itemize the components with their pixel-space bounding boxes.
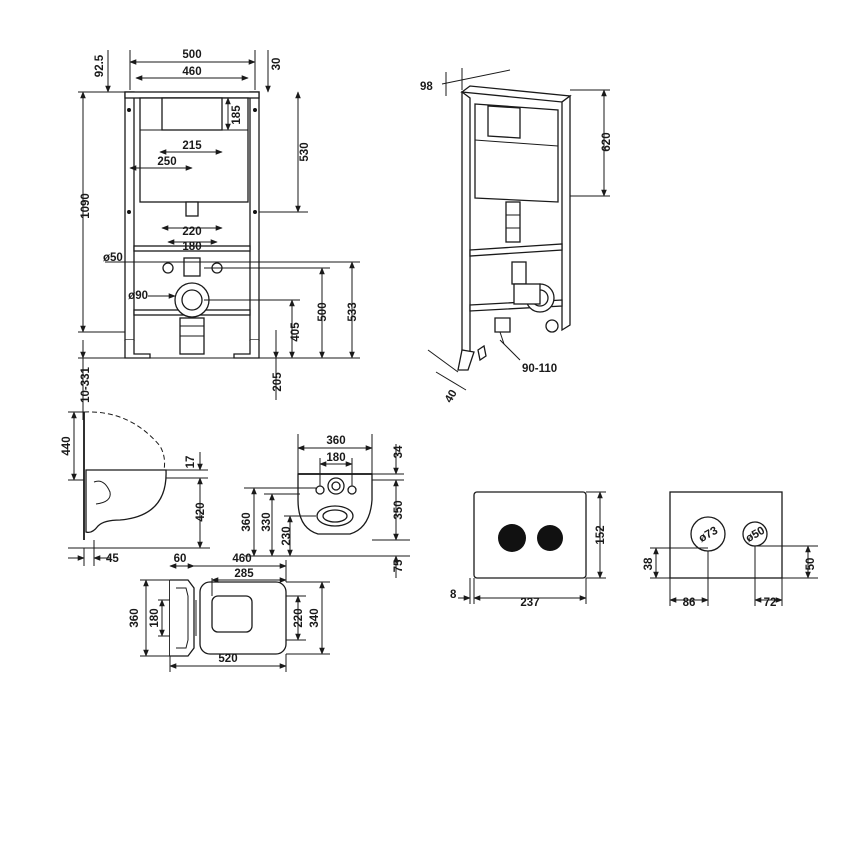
bowl-back-view: [297, 473, 373, 535]
dim-width-outer: 500: [182, 49, 201, 61]
dim-top-width-340: 340: [309, 608, 321, 627]
cistern-flush-opening: [161, 97, 223, 131]
frame-front-dimensions: 500 460 92.5 30 185 215 250 530 1090 220: [78, 49, 360, 420]
flush-button-small[interactable]: [537, 525, 563, 551]
dim-hole-height-38: 38: [643, 557, 655, 570]
dim-total-height: 1090: [80, 193, 92, 219]
bowl-side-dimensions: 440 17 420 45: [61, 411, 210, 566]
foot-left: [124, 340, 151, 359]
bowl-top-view: [169, 579, 287, 657]
foot-right: [233, 340, 260, 359]
dim-pipe-inner: 180: [182, 241, 201, 253]
iso-left-post: [461, 90, 471, 353]
dim-back-height-350: 350: [393, 500, 405, 519]
fixing-bolt-left: [162, 262, 174, 274]
dim-height-500: 500: [317, 302, 329, 321]
dim-height-533: 533: [347, 302, 359, 321]
supply-connection: [183, 257, 201, 277]
dim-total-520: 520: [218, 653, 237, 665]
flush-plate-cutout-dimensions: 38 50 86 72: [643, 545, 818, 609]
dim-large-diameter: ø90: [128, 290, 148, 302]
dim-top-width-180: 180: [149, 608, 161, 627]
dim-top-34: 34: [393, 445, 405, 458]
iso-foot-left: [457, 349, 475, 371]
dim-back-height-230: 230: [281, 526, 293, 545]
dim-plate-height: 152: [595, 525, 607, 544]
bowl-opening: [211, 595, 253, 633]
dim-back-width-360: 360: [326, 435, 345, 447]
dim-depth-60: 60: [174, 553, 187, 565]
dim-top-width-220: 220: [293, 608, 305, 627]
dim-height-405: 405: [290, 322, 302, 342]
cistern-outlet: [185, 201, 199, 217]
dim-width-inner: 460: [182, 66, 201, 78]
dim-gap-17: 17: [185, 456, 197, 469]
dim-depth-top: 98: [420, 81, 433, 93]
dim-height-620: 620: [601, 132, 613, 151]
dim-foot-range: 10-331: [80, 366, 92, 402]
dim-offset-45: 45: [106, 553, 119, 565]
dim-hole-offset-72: 72: [764, 597, 777, 609]
flush-button-large[interactable]: [498, 524, 526, 552]
dim-small-diameter: ø50: [103, 252, 123, 264]
dim-length-460: 460: [232, 553, 251, 565]
frame-front-view: [124, 91, 260, 359]
dim-top-width-360: 360: [129, 608, 141, 627]
fixing-hole-left: [315, 485, 325, 495]
dim-top-right: 30: [271, 58, 283, 71]
flush-plate-cutout: ø73 ø50: [669, 491, 783, 579]
dim-back-height-360: 360: [241, 512, 253, 531]
dim-cistern-width: 215: [182, 140, 202, 152]
dim-back-height-330: 330: [261, 512, 273, 531]
iso-mid-rail: [469, 243, 563, 257]
iso-right-post: [561, 94, 571, 332]
plate-cutout-outline: [669, 491, 783, 579]
frame-right-post: [249, 91, 260, 341]
frame-top-rail: [124, 91, 260, 99]
bowl-top-dimensions: 60 460 285 360 180 220 340 520: [129, 553, 330, 672]
dim-hole-offset-86: 86: [683, 597, 696, 609]
flush-plate-dimensions: 152 8 237: [450, 491, 607, 609]
dim-plate-width: 237: [520, 597, 539, 609]
frame-mid-rail: [133, 245, 251, 252]
bowl-back-dimensions: 360 180 34 360 330 230 350 75: [241, 434, 410, 578]
dim-plate-thickness: 8: [450, 589, 457, 601]
dim-bottom-75: 75: [393, 559, 405, 572]
dim-cistern-offset: 250: [157, 156, 176, 168]
dim-bowl-420: 420: [195, 502, 207, 521]
dim-pipe-outer: 220: [182, 226, 201, 238]
seat-lid-arc: [83, 411, 166, 479]
bowl-side-view: [83, 411, 167, 540]
dim-back-width-180: 180: [326, 452, 345, 464]
frame-iso-view: [457, 85, 572, 371]
frame-left-post: [124, 91, 135, 341]
dim-floor-205: 205: [272, 372, 284, 392]
dim-depth-bottom: 40: [443, 388, 460, 405]
dim-bowl-height-440: 440: [61, 436, 73, 455]
flush-plate: [473, 491, 587, 579]
dim-cistern-depth: 530: [299, 142, 311, 161]
dim-top-offset: 92.5: [94, 54, 106, 77]
dim-pipe-range: 90-110: [522, 363, 557, 375]
dim-inner-285: 285: [234, 568, 254, 580]
flush-plate-front[interactable]: [473, 491, 587, 579]
dim-cistern-height: 185: [231, 105, 243, 125]
bowl-mounting-plate: [170, 579, 195, 657]
frame-iso-dimensions: 98 620 40 90-110: [420, 68, 613, 405]
fixing-hole-right: [347, 485, 357, 495]
dim-hole-height-50: 50: [805, 558, 817, 571]
bowl-profile: [85, 469, 167, 534]
